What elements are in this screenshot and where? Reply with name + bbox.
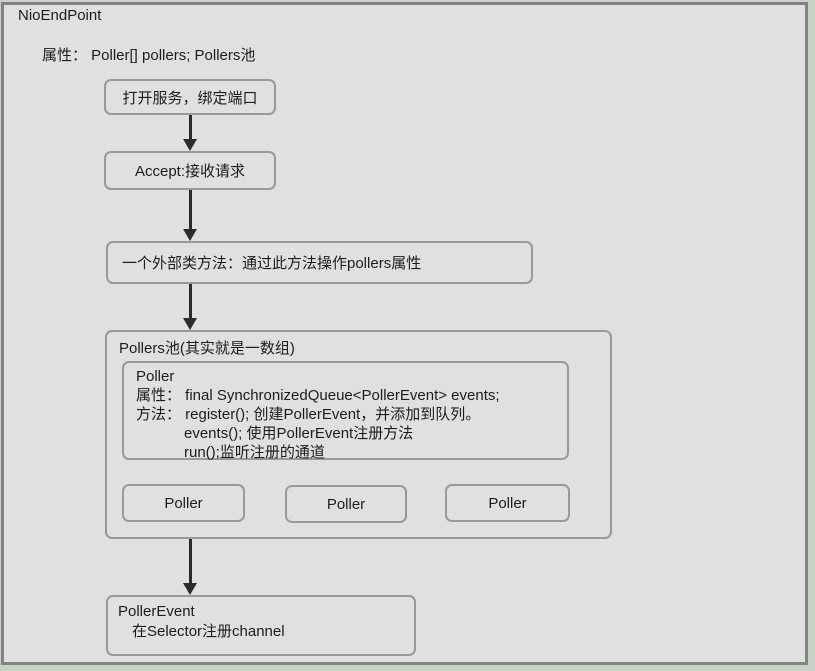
flow-arrow-2 xyxy=(182,190,198,241)
arrow-stem xyxy=(188,539,192,586)
panel-title: NioEndPoint xyxy=(18,7,102,24)
poller-event-box: PollerEvent 在Selector注册channel xyxy=(106,595,416,656)
flow-arrow-3 xyxy=(182,284,198,330)
poller-detail-box: Poller 属性： final SynchronizedQueue<Polle… xyxy=(122,361,569,461)
arrow-stem xyxy=(188,115,192,142)
poller-detail-events-line: events(); 使用PollerEvent注册方法 xyxy=(184,425,414,442)
node-external-method: 一个外部类方法：通过此方法操作pollers属性 xyxy=(106,241,533,284)
poller-event-description: 在Selector注册channel xyxy=(132,623,285,640)
node-open-service: 打开服务，绑定端口 xyxy=(104,79,276,115)
arrow-stem xyxy=(188,284,192,321)
flow-arrow-1 xyxy=(182,115,198,151)
node-accept: Accept:接收请求 xyxy=(104,151,276,190)
poller-detail-run-line: run();监听注册的通道 xyxy=(184,444,325,461)
arrow-head-icon xyxy=(183,139,197,151)
flow-arrow-4 xyxy=(182,539,198,595)
poller-item-3: Poller xyxy=(445,484,570,522)
arrow-head-icon xyxy=(183,318,197,330)
poller-detail-attr-line: 属性： final SynchronizedQueue<PollerEvent>… xyxy=(136,387,500,404)
arrow-head-icon xyxy=(183,229,197,241)
arrow-stem xyxy=(188,190,192,232)
endpoint-attribute-line: 属性： Poller[] pollers; Pollers池 xyxy=(42,47,256,64)
arrow-head-icon xyxy=(183,583,197,595)
poller-event-title: PollerEvent xyxy=(118,603,195,620)
poller-item-2: Poller xyxy=(285,485,407,523)
poller-item-1: Poller xyxy=(122,484,245,522)
poller-detail-method-line: 方法： register(); 创建PollerEvent，并添加到队列。 xyxy=(136,406,481,423)
poller-detail-name: Poller xyxy=(136,368,175,385)
pollers-pool-container: Pollers池(其实就是一数组) Poller 属性： final Synch… xyxy=(105,330,612,539)
pollers-pool-title: Pollers池(其实就是一数组) xyxy=(119,340,295,357)
